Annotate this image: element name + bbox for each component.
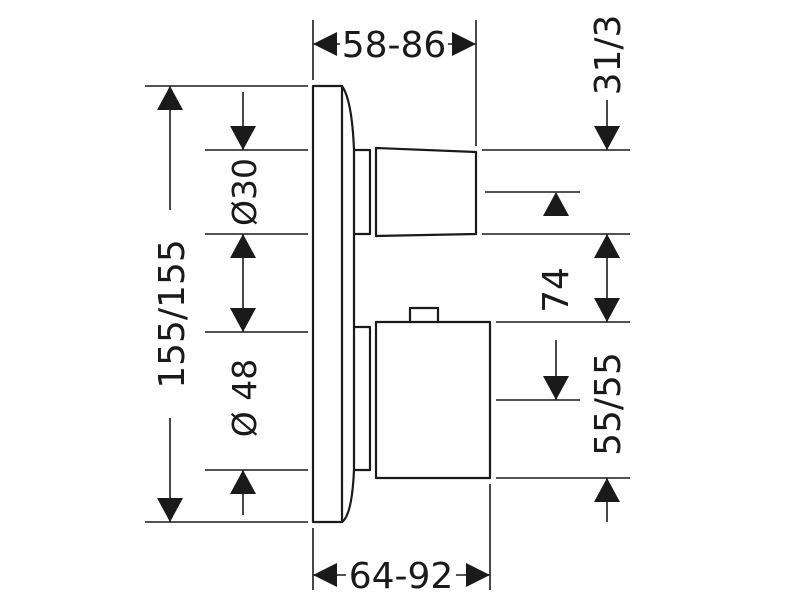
dim-top-width xyxy=(313,32,476,56)
label-top-width: 58-86 xyxy=(342,25,447,66)
dim-offset-bottom xyxy=(594,478,620,522)
label-spacing: 74 xyxy=(536,267,577,313)
wall-plate xyxy=(311,84,356,524)
label-upper-diameter: Ø30 xyxy=(225,158,264,226)
label-bottom-width: 64-92 xyxy=(349,556,454,597)
upper-handle xyxy=(352,146,478,238)
dim-offset-top xyxy=(594,100,620,150)
label-plate-height: 155/155 xyxy=(152,239,193,389)
lower-handle xyxy=(352,306,492,480)
dim-bottom-width xyxy=(313,563,490,587)
label-offset-bottom: 55/55 xyxy=(588,352,629,456)
dim-lower-diameter xyxy=(230,234,256,515)
dim-spacing xyxy=(543,192,620,400)
label-offset-top: 31/3 xyxy=(588,15,629,96)
label-lower-diameter: Ø 48 xyxy=(225,359,264,437)
dim-plate-height xyxy=(157,86,183,522)
